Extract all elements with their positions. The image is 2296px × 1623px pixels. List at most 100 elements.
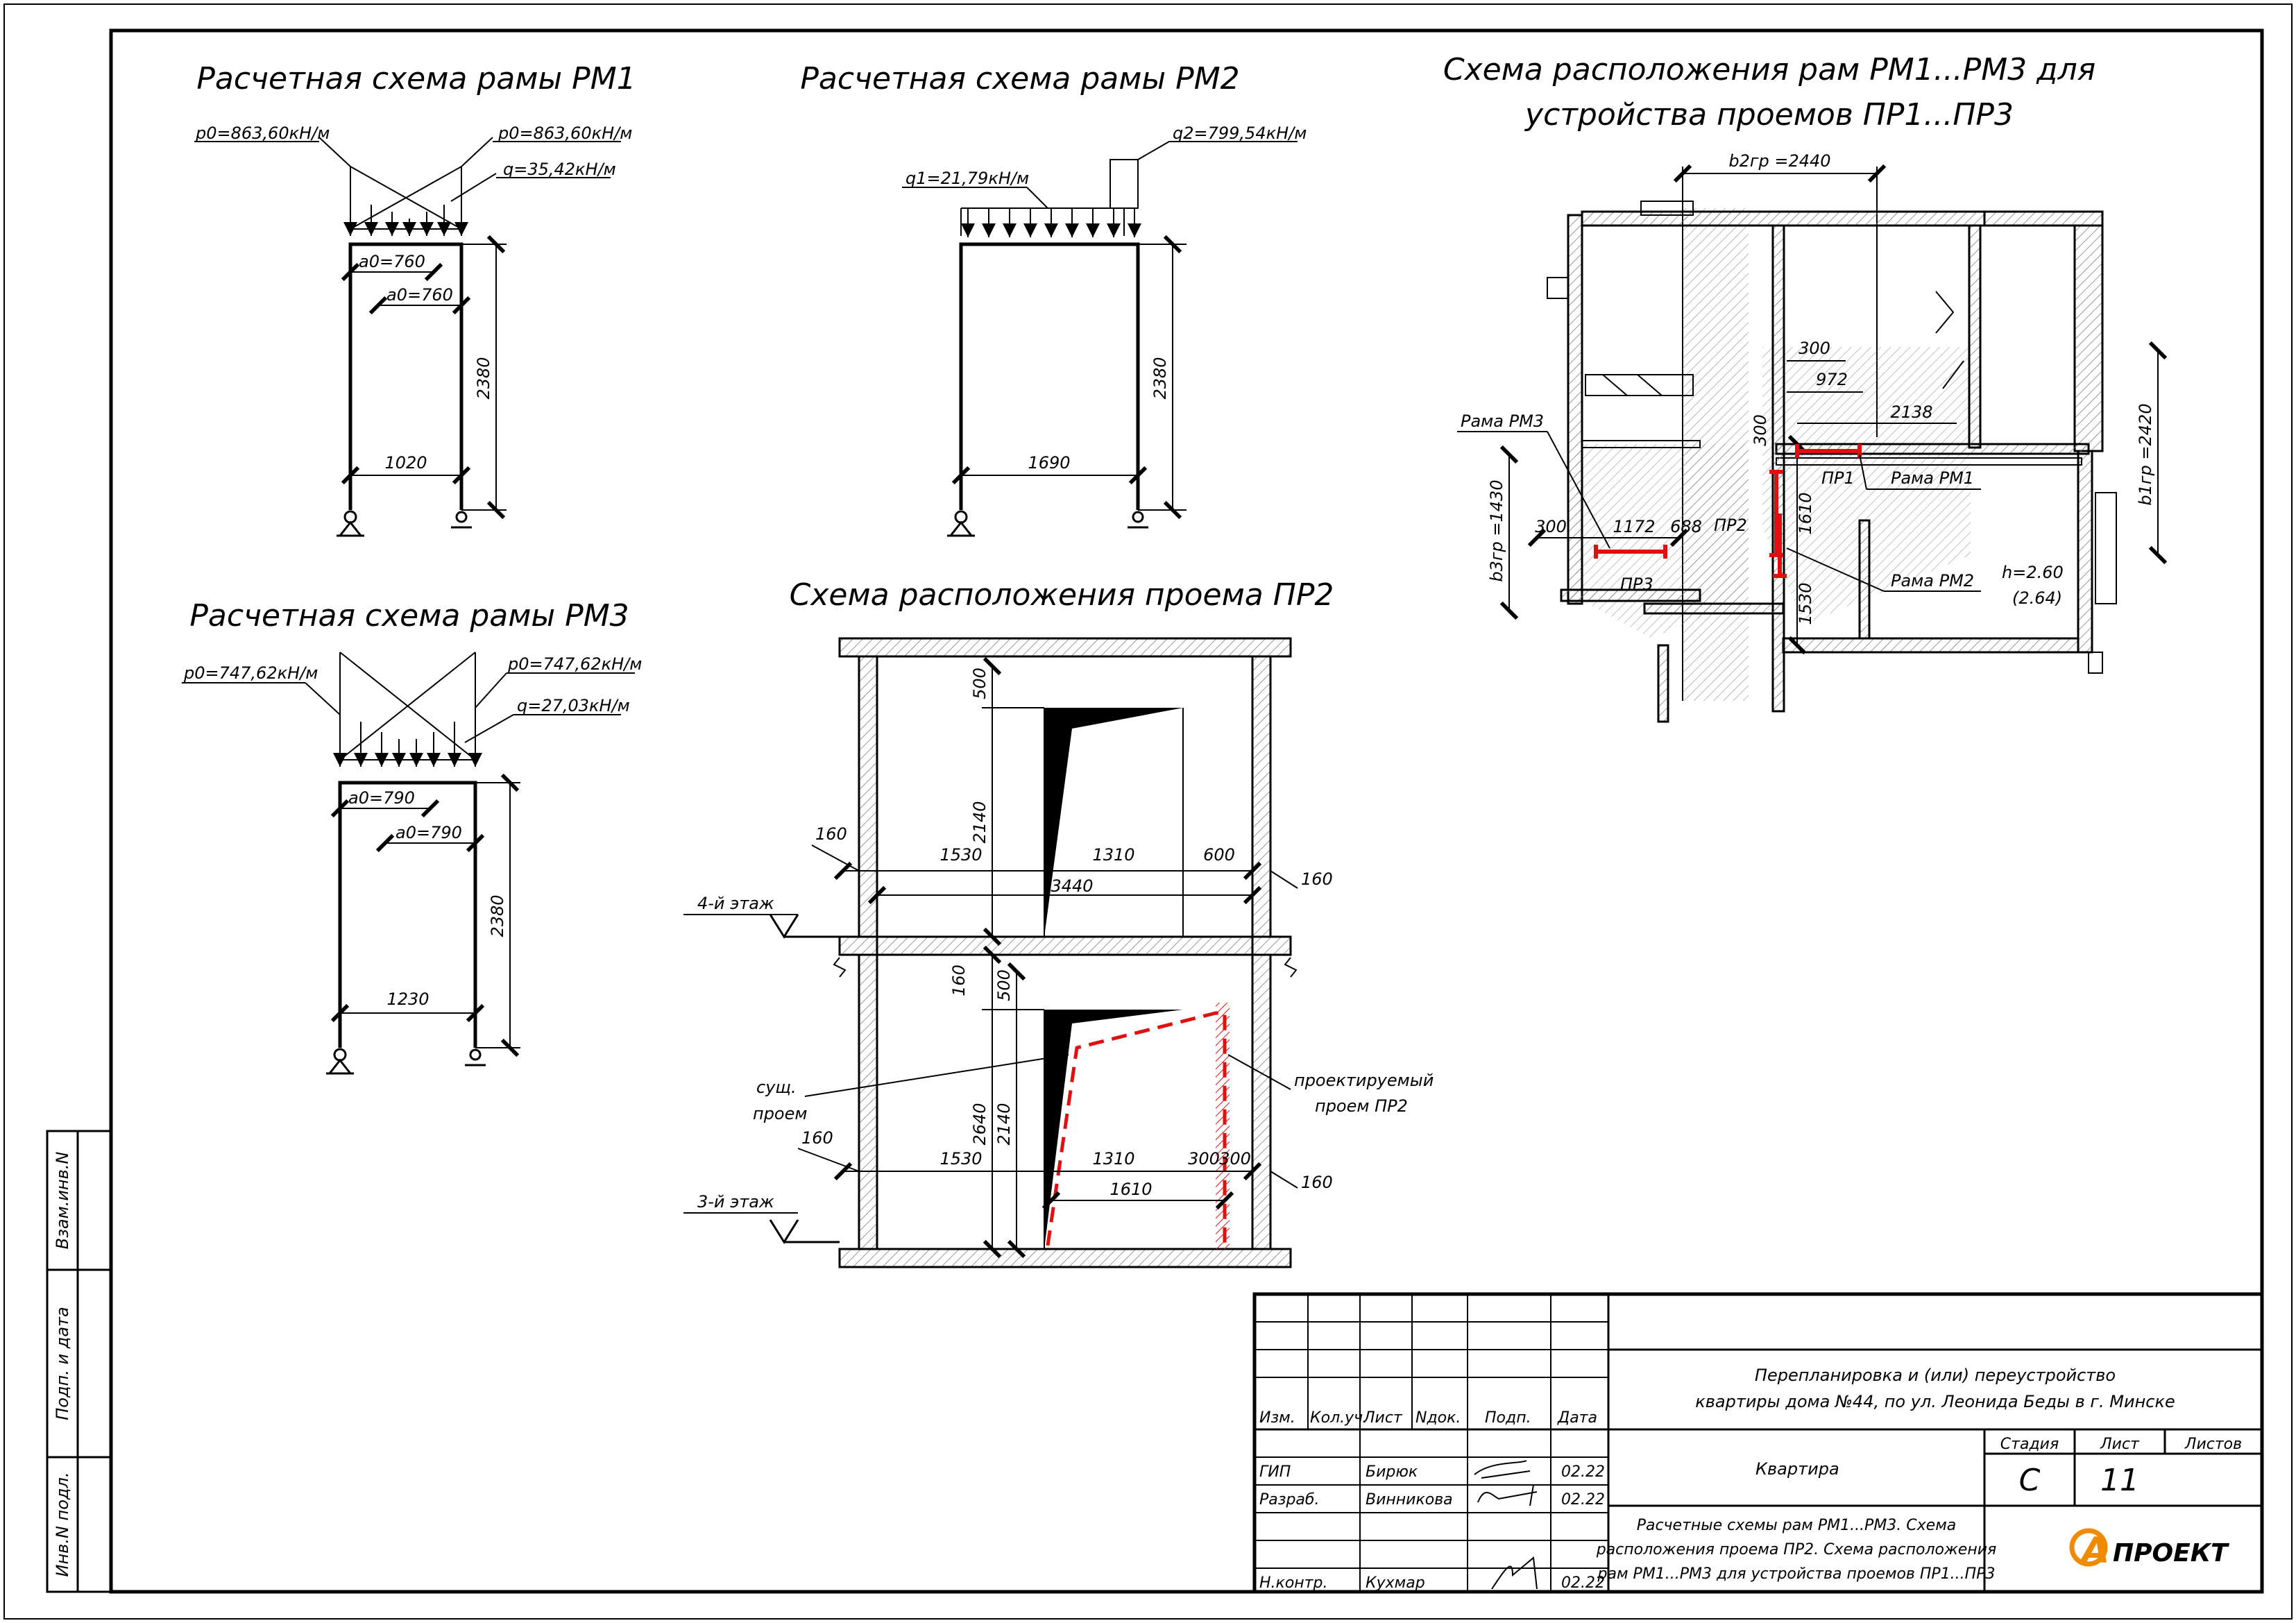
tb-role-1: Разраб.	[1259, 1491, 1319, 1509]
plan-pr1: ПР1	[1821, 468, 1855, 488]
plan-688: 688	[1670, 517, 1702, 536]
tb-desc-2: расположения проема ПР2. Схема расположе…	[1596, 1541, 1997, 1558]
plan-h1: h=2.60	[2002, 563, 2064, 582]
pr2-designed-2: проем ПР2	[1315, 1096, 1408, 1116]
tb-sheet-h: Лист	[2100, 1436, 2140, 1453]
rm3-span: 1230	[386, 989, 429, 1009]
pr2-lower-2140: 2140	[994, 1103, 1014, 1145]
tb-object: Квартира	[1755, 1459, 1839, 1479]
tb-h-podp: Подп.	[1485, 1409, 1531, 1427]
pr2-upper-3440: 3440	[1051, 876, 1093, 896]
rm1-q: q=35,42кН/м	[503, 160, 616, 179]
pr2-lower-2640: 2640	[970, 1103, 989, 1145]
stamp-vzam: Взам.инв.N	[53, 1152, 72, 1250]
pr2-lower-1610: 1610	[1109, 1180, 1152, 1199]
title-block: Изм. Кол.уч. Лист Nдок. Подп. Дата ГИП Б…	[1252, 1292, 2264, 1594]
plan-b3gr: b3гр =1430	[1487, 479, 1506, 581]
rm2-q2: q2=799,54кН/м	[1173, 124, 1307, 143]
rm1-p0-right: p0=863,60кН/м	[498, 124, 632, 143]
tb-date-1: 02.22	[1561, 1491, 1605, 1509]
plan-1172: 1172	[1613, 517, 1655, 536]
pr2-upper-500: 500	[970, 668, 989, 699]
pr2-lower-1310: 1310	[1092, 1149, 1134, 1169]
plan-1610: 1610	[1796, 492, 1815, 534]
tb-sheet: 11	[2100, 1463, 2139, 1498]
pr2-lower-160-left: 160	[801, 1128, 833, 1148]
tb-role-0: ГИП	[1259, 1463, 1291, 1481]
pr2-existing-1: сущ.	[756, 1078, 797, 1097]
pr2-existing-2: проем	[753, 1104, 807, 1123]
side-stamp: Взам.инв.N Подп. и дата Инв.N подл.	[46, 1130, 112, 1593]
tb-project-2: квартиры дома №44, по ул. Леонида Беды в…	[1695, 1392, 2175, 1411]
tb-project-1: Перепланировка и (или) переустройство	[1755, 1366, 2116, 1385]
plan-972: 972	[1816, 370, 1848, 389]
tb-name-2: Кухмар	[1366, 1574, 1425, 1592]
rm3-height: 2380	[488, 894, 507, 937]
stamp-podp: Подп. и дата	[53, 1307, 72, 1420]
pr2-lower-1530: 1530	[939, 1149, 982, 1169]
plan-300-vert: 300	[1751, 414, 1770, 446]
tb-name-1: Винникова	[1366, 1491, 1453, 1509]
pr2-upper-600: 600	[1203, 845, 1235, 865]
rm3-a0-bottom: a0=790	[396, 823, 462, 842]
plan-rama-rm1: Рама РМ1	[1891, 468, 1974, 488]
rm3-a0-top: a0=790	[348, 788, 415, 808]
rm1-a0-bottom: a0=760	[386, 285, 453, 305]
plan-300-left: 300	[1535, 517, 1567, 536]
pr2-lower-500: 500	[994, 969, 1014, 1001]
plan-2138: 2138	[1890, 402, 1932, 422]
rm1-a0-top: a0=760	[359, 252, 425, 271]
rm1-p0-left: p0=863,60кН/м	[195, 124, 330, 143]
plan-title-1: Схема расположения рам РМ1...РМ3 для	[1443, 52, 2095, 87]
tb-stage-h: Стадия	[2000, 1436, 2059, 1453]
frames-layout-plan: Схема расположения рам РМ1...РМ3 для уст…	[1443, 52, 2168, 723]
rm3-p0-left: p0=747,62кН/м	[183, 663, 318, 683]
tb-sheets-h: Листов	[2184, 1436, 2242, 1453]
pr2-title: Схема расположения проема ПР2	[790, 577, 1334, 613]
pr2-lower-300a: 300	[1188, 1149, 1220, 1169]
rm3-title: Расчетная схема рамы РМ3	[189, 598, 629, 634]
logo-letter: А	[2079, 1530, 2109, 1572]
frame-rm1-scheme: Расчетная схема рамы РМ1 p0=863,60кН/м p…	[194, 61, 636, 537]
rm1-title: Расчетная схема рамы РМ1	[196, 61, 636, 96]
plan-h2: (2.64)	[2012, 588, 2062, 608]
sheet-outer-border	[3, 3, 2293, 1620]
tb-date-2: 02.22	[1561, 1574, 1605, 1592]
plan-1530: 1530	[1796, 582, 1815, 624]
tb-date-0: 02.22	[1561, 1463, 1605, 1481]
frame-rm2-scheme: Расчетная схема рамы РМ2 q2=799,54кН/м q…	[800, 61, 1307, 537]
sheet-inner-frame	[109, 28, 2264, 1594]
tb-name-0: Бирюк	[1366, 1463, 1418, 1481]
tb-desc-3: рам РМ1...РМ3 для устройства проемов ПР1…	[1597, 1565, 1996, 1583]
company-logo: А ПРОЕКТ	[2069, 1528, 2229, 1572]
tb-h-ndok: Nдок.	[1415, 1409, 1461, 1427]
rm2-q1: q1=21,79кН/м	[905, 169, 1029, 188]
pr2-upper-160-left: 160	[815, 824, 847, 844]
tb-h-izm: Изм.	[1259, 1409, 1295, 1427]
stamp-inv: Инв.N подл.	[53, 1472, 72, 1577]
plan-title-2: устройства проемов ПР1...ПР3	[1524, 97, 2014, 133]
tb-role-2: Н.контр.	[1259, 1574, 1327, 1592]
rm3-p0-right: p0=747,62кН/м	[507, 654, 642, 674]
tb-h-kol: Кол.уч.	[1310, 1409, 1368, 1427]
rm1-span: 1020	[384, 453, 427, 473]
pr2-lower-160-right: 160	[1301, 1173, 1333, 1192]
plan-pr2: ПР2	[1714, 516, 1747, 535]
tb-h-list: Лист	[1363, 1409, 1403, 1427]
plan-rama-rm2: Рама РМ2	[1891, 571, 1974, 590]
tb-desc-1: Расчетные схемы рам РМ1...РМ3. Схема	[1637, 1517, 1957, 1534]
tb-h-data: Дата	[1557, 1409, 1597, 1427]
pr2-upper-160-right: 160	[1301, 869, 1333, 889]
plan-b1gr: b1гр =2420	[2136, 403, 2155, 505]
plan-rama-rm3: Рама РМ3	[1461, 411, 1544, 431]
pr2-upper-1530: 1530	[939, 845, 982, 865]
rm3-q: q=27,03кН/м	[517, 696, 630, 715]
pr2-upper-1310: 1310	[1092, 845, 1134, 865]
signature-2	[1477, 1484, 1538, 1506]
rm2-title: Расчетная схема рамы РМ2	[800, 61, 1239, 96]
signature-3	[1491, 1556, 1538, 1590]
rm2-span: 1690	[1028, 453, 1070, 473]
pr2-floor-4: 4-й этаж	[697, 894, 774, 913]
signature-1	[1474, 1460, 1531, 1479]
